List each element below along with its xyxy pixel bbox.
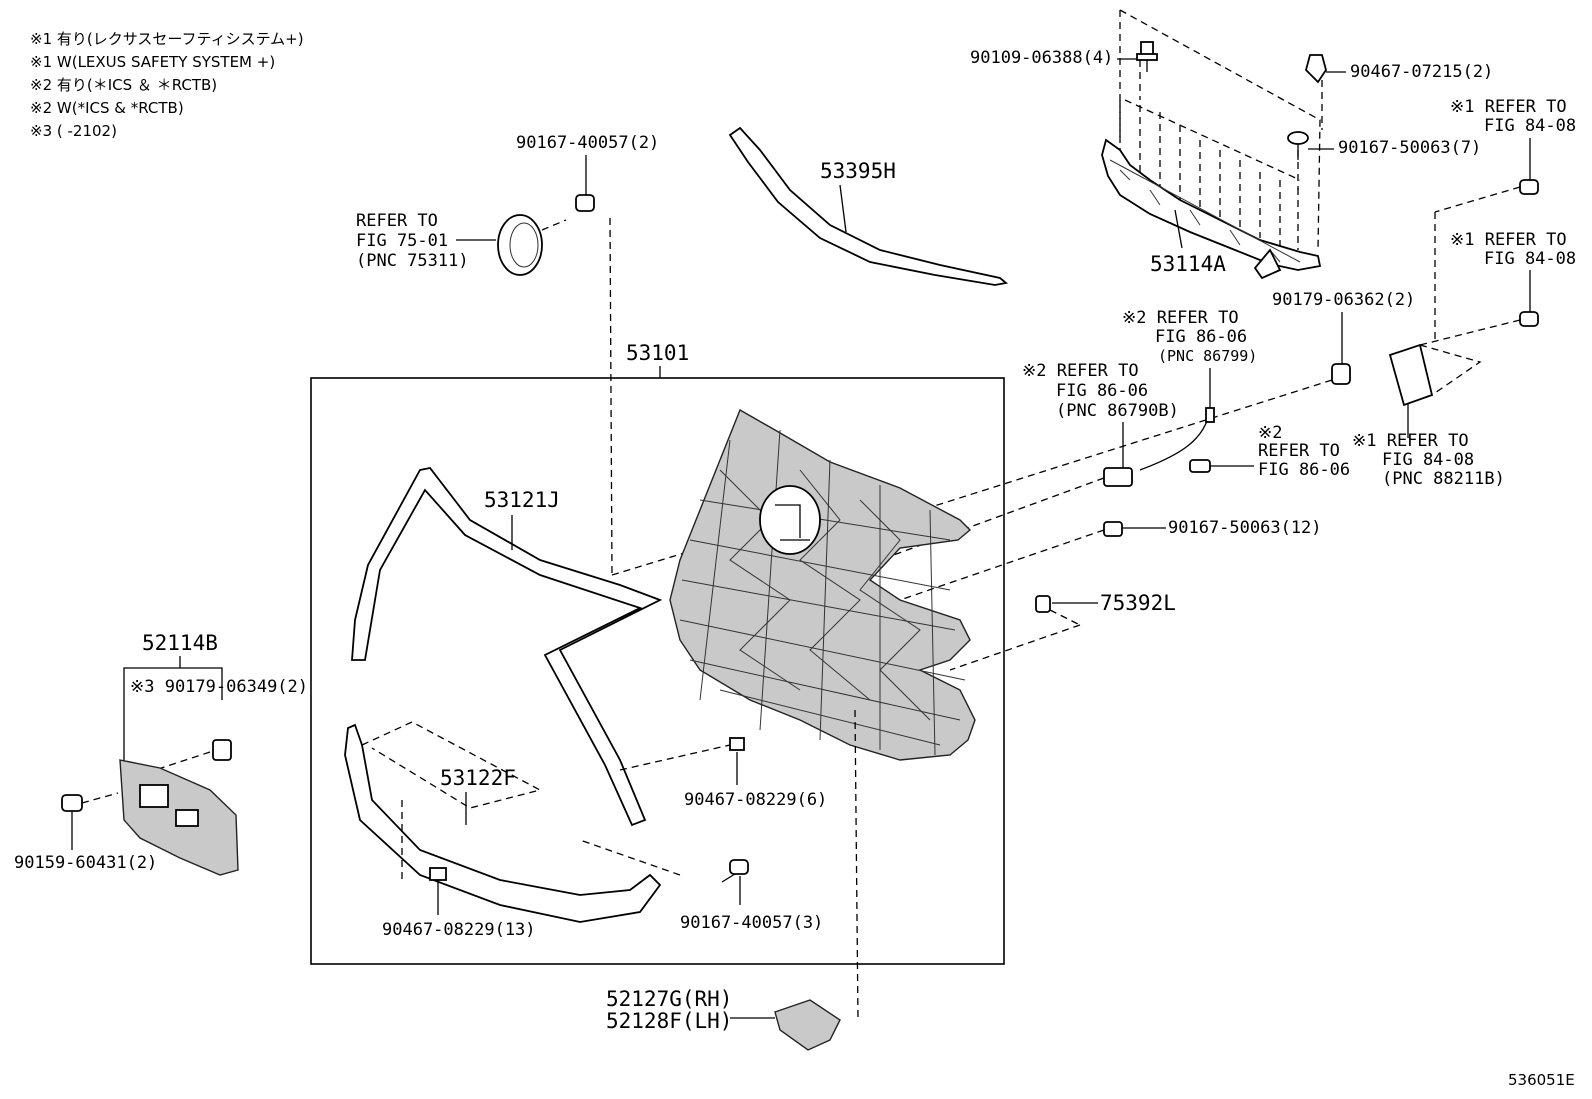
label-90159-60431: 90159-60431(2) <box>14 853 157 873</box>
label-90167-50063-7: 90167-50063(7) <box>1338 138 1481 158</box>
refer-fig-84-08-lower: ※1 REFER TO FIG 84-08 <box>1419 230 1576 346</box>
figure-code: 536051E <box>1508 1071 1575 1089</box>
label-53121j: 53121J <box>484 488 560 512</box>
refer-text-86799-1: ※2 REFER TO <box>1122 308 1239 328</box>
refer-fig-84-08-upper: ※1 REFER TO FIG 84-08 <box>1434 97 1576 340</box>
refer-text-86799-2: FIG 86-06 <box>1155 327 1247 347</box>
clip-75392l: 75392L <box>949 591 1176 671</box>
label-53122f: 53122F <box>440 766 516 790</box>
note-line-2: ※1 W(LEXUS SAFETY SYSTEM +) <box>30 53 275 71</box>
label-90167-40057-2: 90167-40057(2) <box>516 133 659 153</box>
label-53101: 53101 <box>626 341 689 365</box>
refer-text-75-01-3: (PNC 75311) <box>356 251 469 271</box>
refer-text-86-06-3: FIG 86-06 <box>1258 460 1350 480</box>
refer-text-88211b-2: FIG 84-08 <box>1382 450 1474 470</box>
refer-text-86-06-2: REFER TO <box>1258 441 1340 461</box>
clip-90467-08229-13: 90467-08229(13) <box>382 867 536 940</box>
refer-text-84-08-b2: FIG 84-08 <box>1484 249 1576 269</box>
cover-52127g-52128f: 52127G(RH) 52128F(LH) <box>606 709 859 1051</box>
screw-90167-50063-7: 90167-50063(7) <box>1287 131 1481 160</box>
sensor-module-88211b: ※1 REFER TO FIG 84-08 (PNC 88211B) <box>1352 343 1505 489</box>
label-90167-40057-3: 90167-40057(3) <box>680 913 823 933</box>
grille-body <box>669 408 976 761</box>
label-90179-06362: 90179-06362(2) <box>1272 290 1415 310</box>
plate-bracket-52114b: 52114B ※3 90179-06349(2) 90159-60431(2) <box>14 631 308 876</box>
label-90109-06388: 90109-06388(4) <box>970 48 1113 68</box>
clip-90467-08229-6: 90467-08229(6) <box>684 737 827 810</box>
refer-fig-86-06-86799: ※2 REFER TO FIG 86-06 (PNC 86799) <box>1122 308 1257 471</box>
refer-fig-86-06: ※2 REFER TO FIG 86-06 <box>1189 423 1350 480</box>
refer-text-86799-3: (PNC 86799) <box>1158 347 1257 365</box>
refer-text-75-01-2: FIG 75-01 <box>356 231 448 251</box>
assembly-box-53101: 53101 <box>310 341 1005 965</box>
refer-text-86790b-3: (PNC 86790B) <box>1056 401 1179 421</box>
label-90467-08229-6: 90467-08229(6) <box>684 790 827 810</box>
label-52127g: 52127G(RH) <box>606 987 732 1011</box>
label-75392l: 75392L <box>1100 591 1176 615</box>
refer-text-84-08-a2: FIG 84-08 <box>1484 116 1576 136</box>
refer-fig-86-06-86790b: ※2 REFER TO FIG 86-06 (PNC 86790B) <box>879 361 1179 561</box>
support-bracket-53114a: 53114A <box>1101 9 1323 280</box>
refer-text-84-08-b1: ※1 REFER TO <box>1450 230 1567 250</box>
molding-53122f: 53122F <box>344 721 681 923</box>
refer-text-75-01-1: REFER TO <box>356 211 438 231</box>
label-90467-08229-13: 90467-08229(13) <box>382 920 536 940</box>
refer-text-86790b-2: FIG 86-06 <box>1056 381 1148 401</box>
label-53114a: 53114A <box>1150 252 1226 276</box>
note-line-3: ※2 有り(＊ICS ＆ ＊RCTB) <box>30 76 217 94</box>
label-90167-50063-12: 90167-50063(12) <box>1168 518 1322 538</box>
refer-text-86-06-1: ※2 <box>1258 423 1282 443</box>
label-90467-07215: 90467-07215(2) <box>1350 62 1493 82</box>
molding-53395h: 53395H <box>728 126 1009 286</box>
refer-text-84-08-a1: ※1 REFER TO <box>1450 97 1567 117</box>
frame-53121j: 53121J <box>351 467 731 827</box>
note-line-1: ※1 有り(レクサスセーフティシステム+) <box>30 30 304 48</box>
label-52114b: 52114B <box>142 631 218 655</box>
bolt-90109-06388: 90109-06388(4) <box>970 41 1158 72</box>
label-52128f: 52128F(LH) <box>606 1009 732 1033</box>
clip-90467-07215: 90467-07215(2) <box>1304 54 1493 84</box>
screw-90167-50063-12: 90167-50063(12) <box>899 518 1322 601</box>
screw-90167-40057-3: 90167-40057(3) <box>680 859 823 933</box>
refer-text-88211b-1: ※1 REFER TO <box>1352 431 1469 451</box>
note-line-5: ※3 ( -2102) <box>30 122 117 140</box>
note-line-4: ※2 W(*ICS & *RCTB) <box>30 99 184 117</box>
refer-text-88211b-3: (PNC 88211B) <box>1382 469 1505 489</box>
refer-text-86790b-1: ※2 REFER TO <box>1022 361 1139 381</box>
nut-90179-06362: 90179-06362(2) <box>889 290 1415 521</box>
label-90179-06349: ※3 90179-06349(2) <box>130 677 308 697</box>
label-53395h: 53395H <box>820 159 896 183</box>
emblem-75311: REFER TO FIG 75-01 (PNC 75311) <box>356 211 567 276</box>
notes-block: ※1 有り(レクサスセーフティシステム+) ※1 W(LEXUS SAFETY … <box>30 30 304 140</box>
